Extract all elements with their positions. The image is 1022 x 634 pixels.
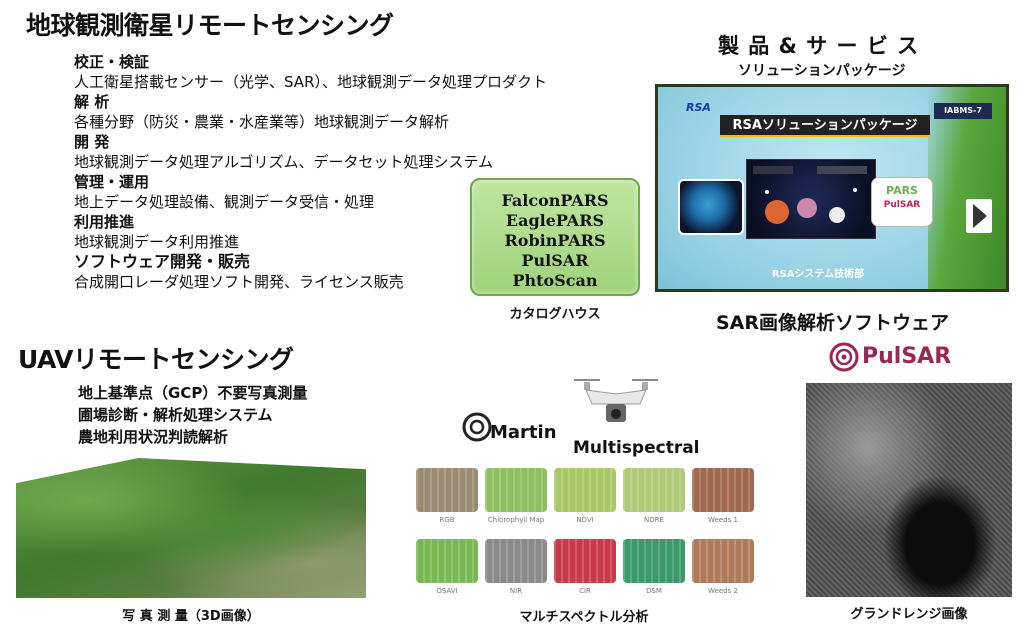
sar-caption: グランドレンジ画像 — [850, 607, 968, 622]
ms-label: Chlorophyll Map — [487, 516, 545, 524]
drone-icon — [570, 372, 662, 430]
ms-label: OSAVI — [436, 587, 458, 595]
satellite-section-title: 地球観測衛星リモートセンシング — [26, 11, 394, 40]
ms-tile — [485, 539, 547, 583]
pulsar-logo-text: PulSAR — [862, 344, 952, 369]
uav-item: 地上基準点（GCP）不要写真測量 — [78, 384, 308, 402]
uav-3d-forest-image — [16, 458, 366, 598]
solution-package-slide[interactable]: RSA IABMS-7 RSAソリューションパッケージ PARS PulSAR … — [655, 84, 1009, 292]
slide-green-band — [928, 87, 1006, 289]
service-desc: 地上データ処理設備、観測データ受信・処理 — [74, 193, 375, 211]
product-item: EaglePARS — [505, 211, 605, 230]
uav-section-title: UAVリモートセンシング — [18, 345, 294, 374]
ms-label: Weeds 2 — [708, 587, 738, 595]
rsa-logo: RSA — [686, 101, 711, 114]
multispectral-caption: マルチスペクトル分析 — [519, 610, 649, 625]
slide-title: RSAソリューションパッケージ — [720, 115, 930, 137]
multispectral-tile-grid: RGB Chlorophyll Map NDVI NDRE Weeds 1 OS… — [408, 465, 760, 605]
martin-logo-icon — [462, 412, 492, 442]
service-head: 解 析 — [74, 93, 110, 111]
pulsar-logo: PulSAR — [828, 340, 952, 380]
service-desc: 地球観測データ処理アルゴリズム、データセット処理システム — [74, 153, 494, 171]
pulsar-logo-graphic — [829, 342, 859, 372]
ms-tile — [416, 468, 478, 512]
ms-label: RGB — [439, 516, 455, 524]
ms-tile — [692, 539, 754, 583]
ms-tile — [623, 468, 685, 512]
service-head: 利用推進 — [74, 213, 135, 231]
uav-item: 圃場診断・解析処理システム — [78, 406, 273, 424]
service-desc: 地球観測データ利用推進 — [74, 233, 240, 251]
slide-tag: IABMS-7 — [934, 103, 992, 119]
ms-tile — [554, 468, 616, 512]
product-item: FalconPARS — [501, 191, 609, 210]
pars-label: PARS — [886, 184, 918, 197]
service-head: ソフトウェア開発・販売 — [74, 252, 251, 271]
pars-badge: PARS PulSAR — [871, 177, 933, 227]
slide-footer: RSAシステム技術部 — [771, 269, 865, 280]
product-catalog-box[interactable]: FalconPARS EaglePARS RobinPARS PulSAR Ph… — [470, 178, 640, 296]
pulsar-label: PulSAR — [883, 200, 921, 210]
ms-label: CIR — [579, 587, 591, 595]
martin-logo: Martin — [460, 410, 557, 448]
service-desc: 人工衛星搭載センサー（光学、SAR）、地球観測データ処理プロダクト — [74, 73, 547, 91]
products-subtitle: ソリューションパッケージ — [738, 63, 906, 79]
sar-ground-range-image — [806, 383, 1012, 597]
service-desc: 合成開口レーダ処理ソフト開発、ライセンス販売 — [74, 273, 404, 291]
next-arrow-icon[interactable] — [966, 199, 992, 233]
ms-tile — [416, 539, 478, 583]
martin-brand: Martin — [490, 422, 557, 443]
ms-tile — [554, 539, 616, 583]
catalog-caption: カタログハウス — [509, 307, 601, 322]
service-head: 開 発 — [74, 133, 110, 151]
earth-image — [678, 179, 744, 235]
ms-label: NIR — [509, 587, 523, 595]
product-item: PulSAR — [521, 251, 589, 270]
multispectral-title: Multispectral — [573, 438, 700, 458]
product-item: PhtoScan — [512, 271, 598, 290]
satellite-services-list: 校正・検証 人工衛星搭載センサー（光学、SAR）、地球観測データ処理プロダクト … — [74, 52, 634, 292]
service-desc: 各種分野（防災・農業・水産業等）地球観測データ解析 — [74, 113, 450, 131]
ms-tile — [485, 468, 547, 512]
drone-graphic — [574, 379, 658, 422]
uav-image-caption: 写 真 測 量（3D画像） — [122, 609, 260, 624]
slide-screenshot-graphic — [753, 166, 867, 224]
sar-title: SAR画像解析ソフトウェア — [716, 312, 950, 334]
ms-label: NDVI — [576, 516, 594, 524]
product-item: RobinPARS — [504, 231, 606, 250]
products-title: 製 品 & サ ー ビ ス — [718, 34, 920, 58]
uav-item: 農地利用状況判読解析 — [78, 428, 229, 446]
slide-screenshot — [746, 159, 876, 239]
ms-label: NDRE — [644, 516, 664, 524]
ms-label: Weeds 1 — [708, 516, 738, 524]
ms-tile — [692, 468, 754, 512]
ms-tile — [623, 539, 685, 583]
service-head: 管理・運用 — [74, 173, 150, 191]
ms-label: DSM — [646, 587, 662, 595]
service-head: 校正・検証 — [74, 53, 150, 71]
uav-items-list: 地上基準点（GCP）不要写真測量 圃場診断・解析処理システム 農地利用状況判読解… — [78, 382, 307, 448]
